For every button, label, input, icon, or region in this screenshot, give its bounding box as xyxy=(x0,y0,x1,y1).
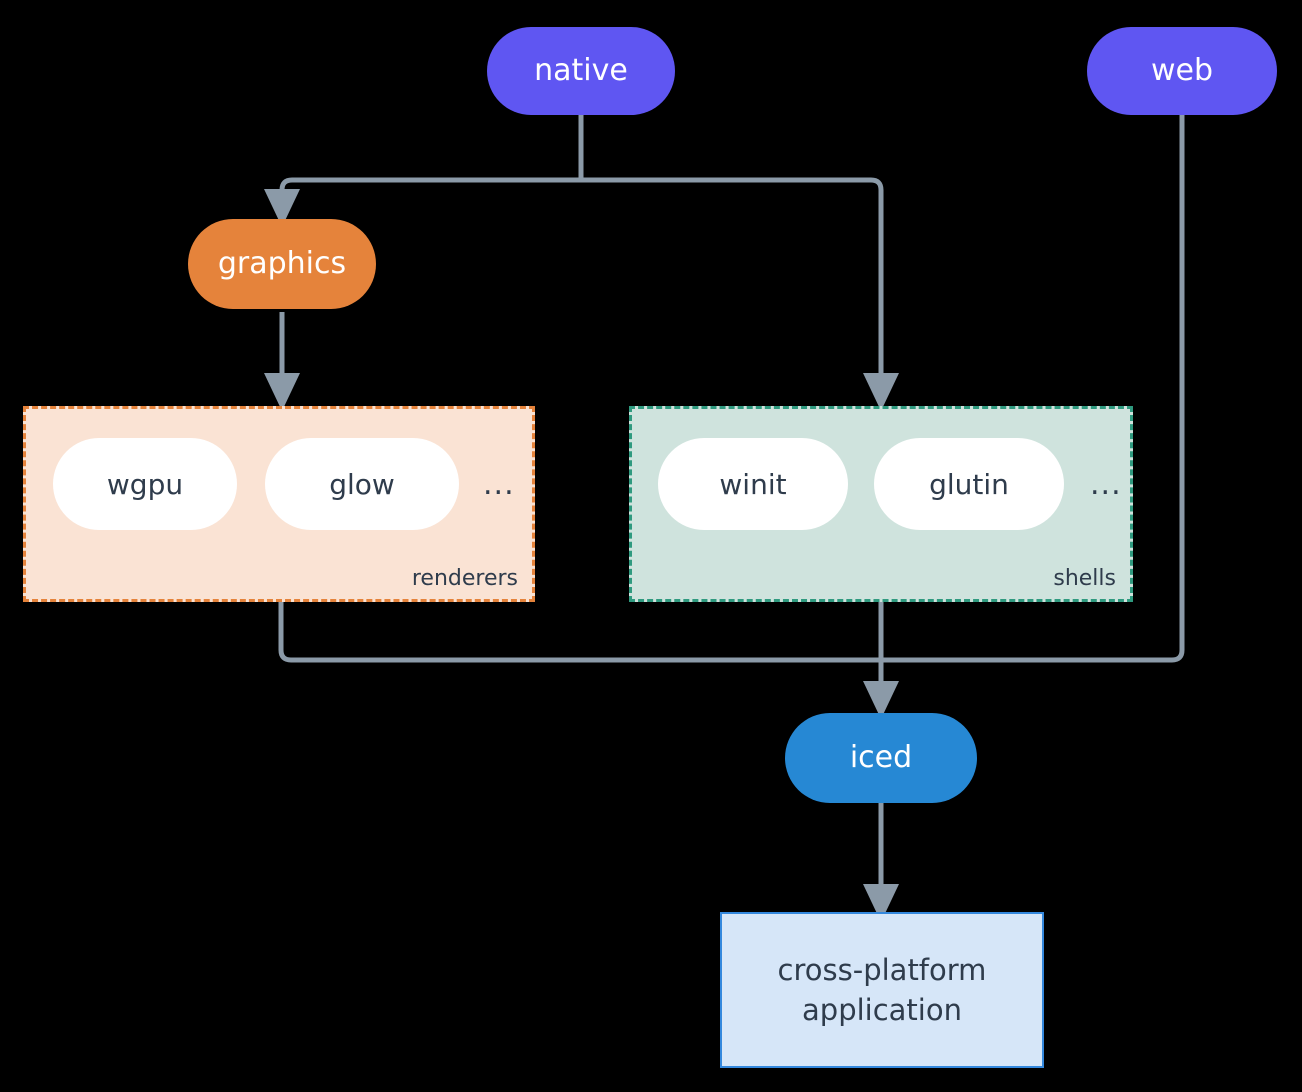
group-renderers-label: renderers xyxy=(411,566,518,591)
group-shells: winit glutin ... shells xyxy=(629,406,1133,602)
node-graphics[interactable]: graphics xyxy=(188,219,376,309)
leaf-pill-glow[interactable]: glow xyxy=(265,438,459,530)
edge-native-shells xyxy=(581,177,899,411)
node-graphics-label: graphics xyxy=(217,246,347,282)
edge-renderers-iced xyxy=(278,602,881,663)
node-application-line1: cross-platform xyxy=(777,952,987,987)
renderers-overflow-ellipsis: ... xyxy=(483,466,515,502)
node-web-label: web xyxy=(1150,53,1214,89)
node-native[interactable]: native xyxy=(487,27,675,115)
group-renderers: wgpu glow ... renderers xyxy=(23,406,535,602)
leaf-pill-winit[interactable]: winit xyxy=(658,438,848,530)
node-native-label: native xyxy=(534,53,628,89)
group-shells-label: shells xyxy=(1053,566,1116,591)
leaf-pill-glow-label: glow xyxy=(329,467,395,501)
node-application-line2: application xyxy=(802,993,962,1027)
leaf-pill-glutin-label: glutin xyxy=(929,467,1009,501)
leaf-pill-wgpu[interactable]: wgpu xyxy=(53,438,237,530)
leaf-pill-winit-label: winit xyxy=(719,467,787,501)
edge-native-graphics xyxy=(264,177,581,227)
node-iced[interactable]: iced xyxy=(785,713,977,803)
leaf-pill-glutin[interactable]: glutin xyxy=(874,438,1064,530)
leaf-pill-wgpu-label: wgpu xyxy=(106,467,184,501)
node-application[interactable]: cross-platform application xyxy=(720,912,1044,1068)
node-iced-label: iced xyxy=(849,740,913,776)
node-web[interactable]: web xyxy=(1087,27,1277,115)
shells-overflow-ellipsis: ... xyxy=(1090,466,1122,502)
